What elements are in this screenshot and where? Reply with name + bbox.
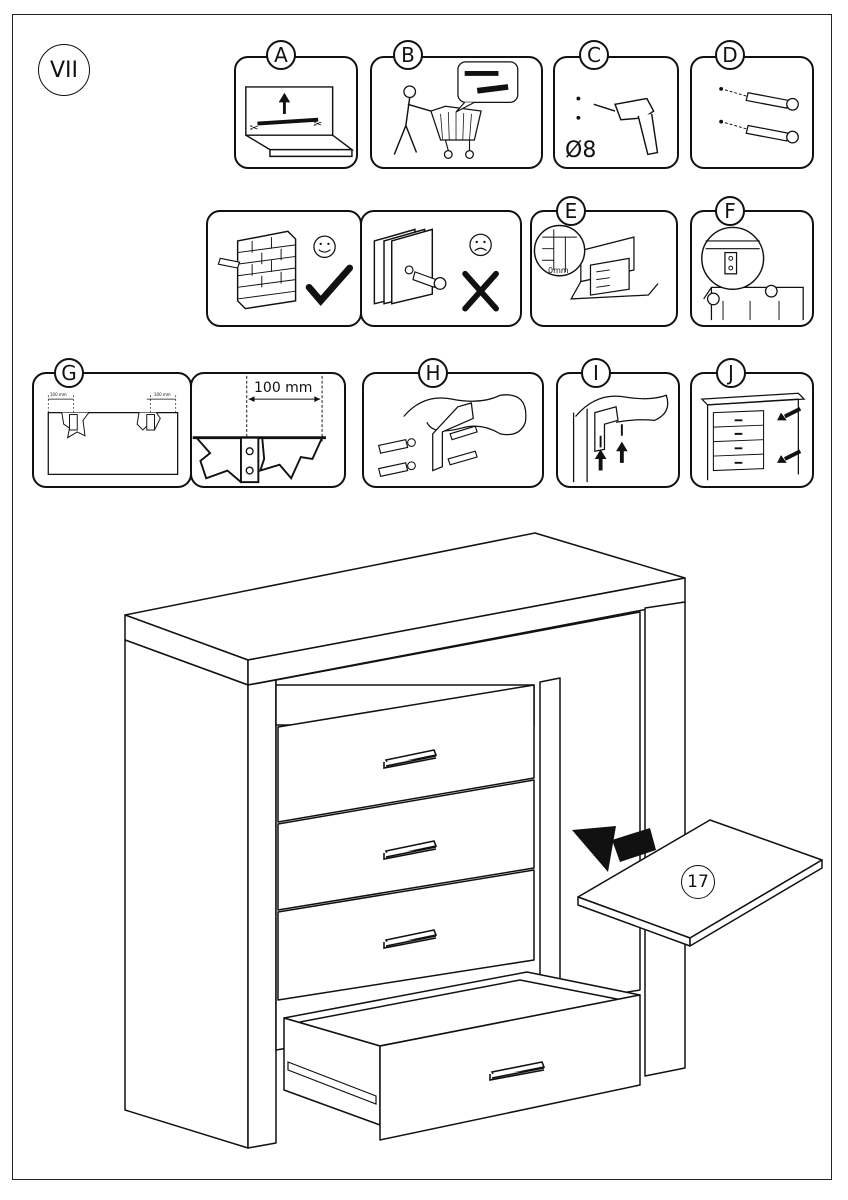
panel-e: 0mm xyxy=(530,210,678,327)
panel-f-letter: F xyxy=(715,196,745,226)
cut-strap-illustration: ✂ ✂ xyxy=(245,86,355,158)
panel-i xyxy=(556,372,680,488)
small-distance-right: 100 mm xyxy=(154,392,171,397)
cabinet-mounted-illustration xyxy=(700,392,806,481)
bracket-screw-illustration xyxy=(377,394,527,478)
bracket-distance-illustration xyxy=(192,375,326,484)
panel-drywall-not-ok xyxy=(360,210,522,327)
panel-c: Ø8 xyxy=(553,56,679,169)
wall-plugs-illustration xyxy=(719,86,799,144)
part-number-badge: 17 xyxy=(681,865,715,899)
gap-label: 0mm xyxy=(548,266,569,275)
small-distance-left: 100 mm xyxy=(50,392,67,397)
panel-d xyxy=(690,56,814,169)
panel-g-left: 100 mm 100 mm xyxy=(32,372,192,488)
bracket-detail-illustration xyxy=(701,226,804,321)
shopping-cart-illustration xyxy=(393,61,519,159)
panel-j-letter: J xyxy=(716,358,746,388)
svg-text:✂: ✂ xyxy=(313,117,322,130)
drill-size-label: Ø8 xyxy=(565,138,597,163)
distance-label: 100 mm xyxy=(254,380,313,396)
panel-g-letter: G xyxy=(54,358,84,388)
wall-gap-illustration xyxy=(533,224,659,300)
bracket-fix-illustration xyxy=(572,394,669,483)
panel-i-letter: I xyxy=(581,358,611,388)
panel-h xyxy=(362,372,544,488)
panel-f xyxy=(690,210,814,327)
panel-h-letter: H xyxy=(418,358,448,388)
chest-of-drawers-illustration xyxy=(124,532,823,1149)
drywall-illustration xyxy=(373,228,499,312)
step-number: VII xyxy=(38,44,90,96)
panel-b-letter: B xyxy=(393,40,423,70)
panel-c-letter: C xyxy=(579,40,609,70)
panel-brick-wall-ok xyxy=(206,210,362,327)
panel-g-right: 100 mm xyxy=(190,372,346,488)
svg-text:✂: ✂ xyxy=(250,121,259,134)
brick-wall-illustration xyxy=(217,230,354,310)
panel-d-letter: D xyxy=(715,40,745,70)
page-frame xyxy=(12,14,832,1180)
drill-illustration xyxy=(576,96,659,156)
bracket-positions-illustration xyxy=(47,395,179,476)
panel-a: ✂ ✂ xyxy=(234,56,358,169)
panel-a-letter: A xyxy=(266,40,296,70)
panel-j xyxy=(690,372,814,488)
panel-e-letter: E xyxy=(556,196,586,226)
panel-b xyxy=(370,56,543,169)
